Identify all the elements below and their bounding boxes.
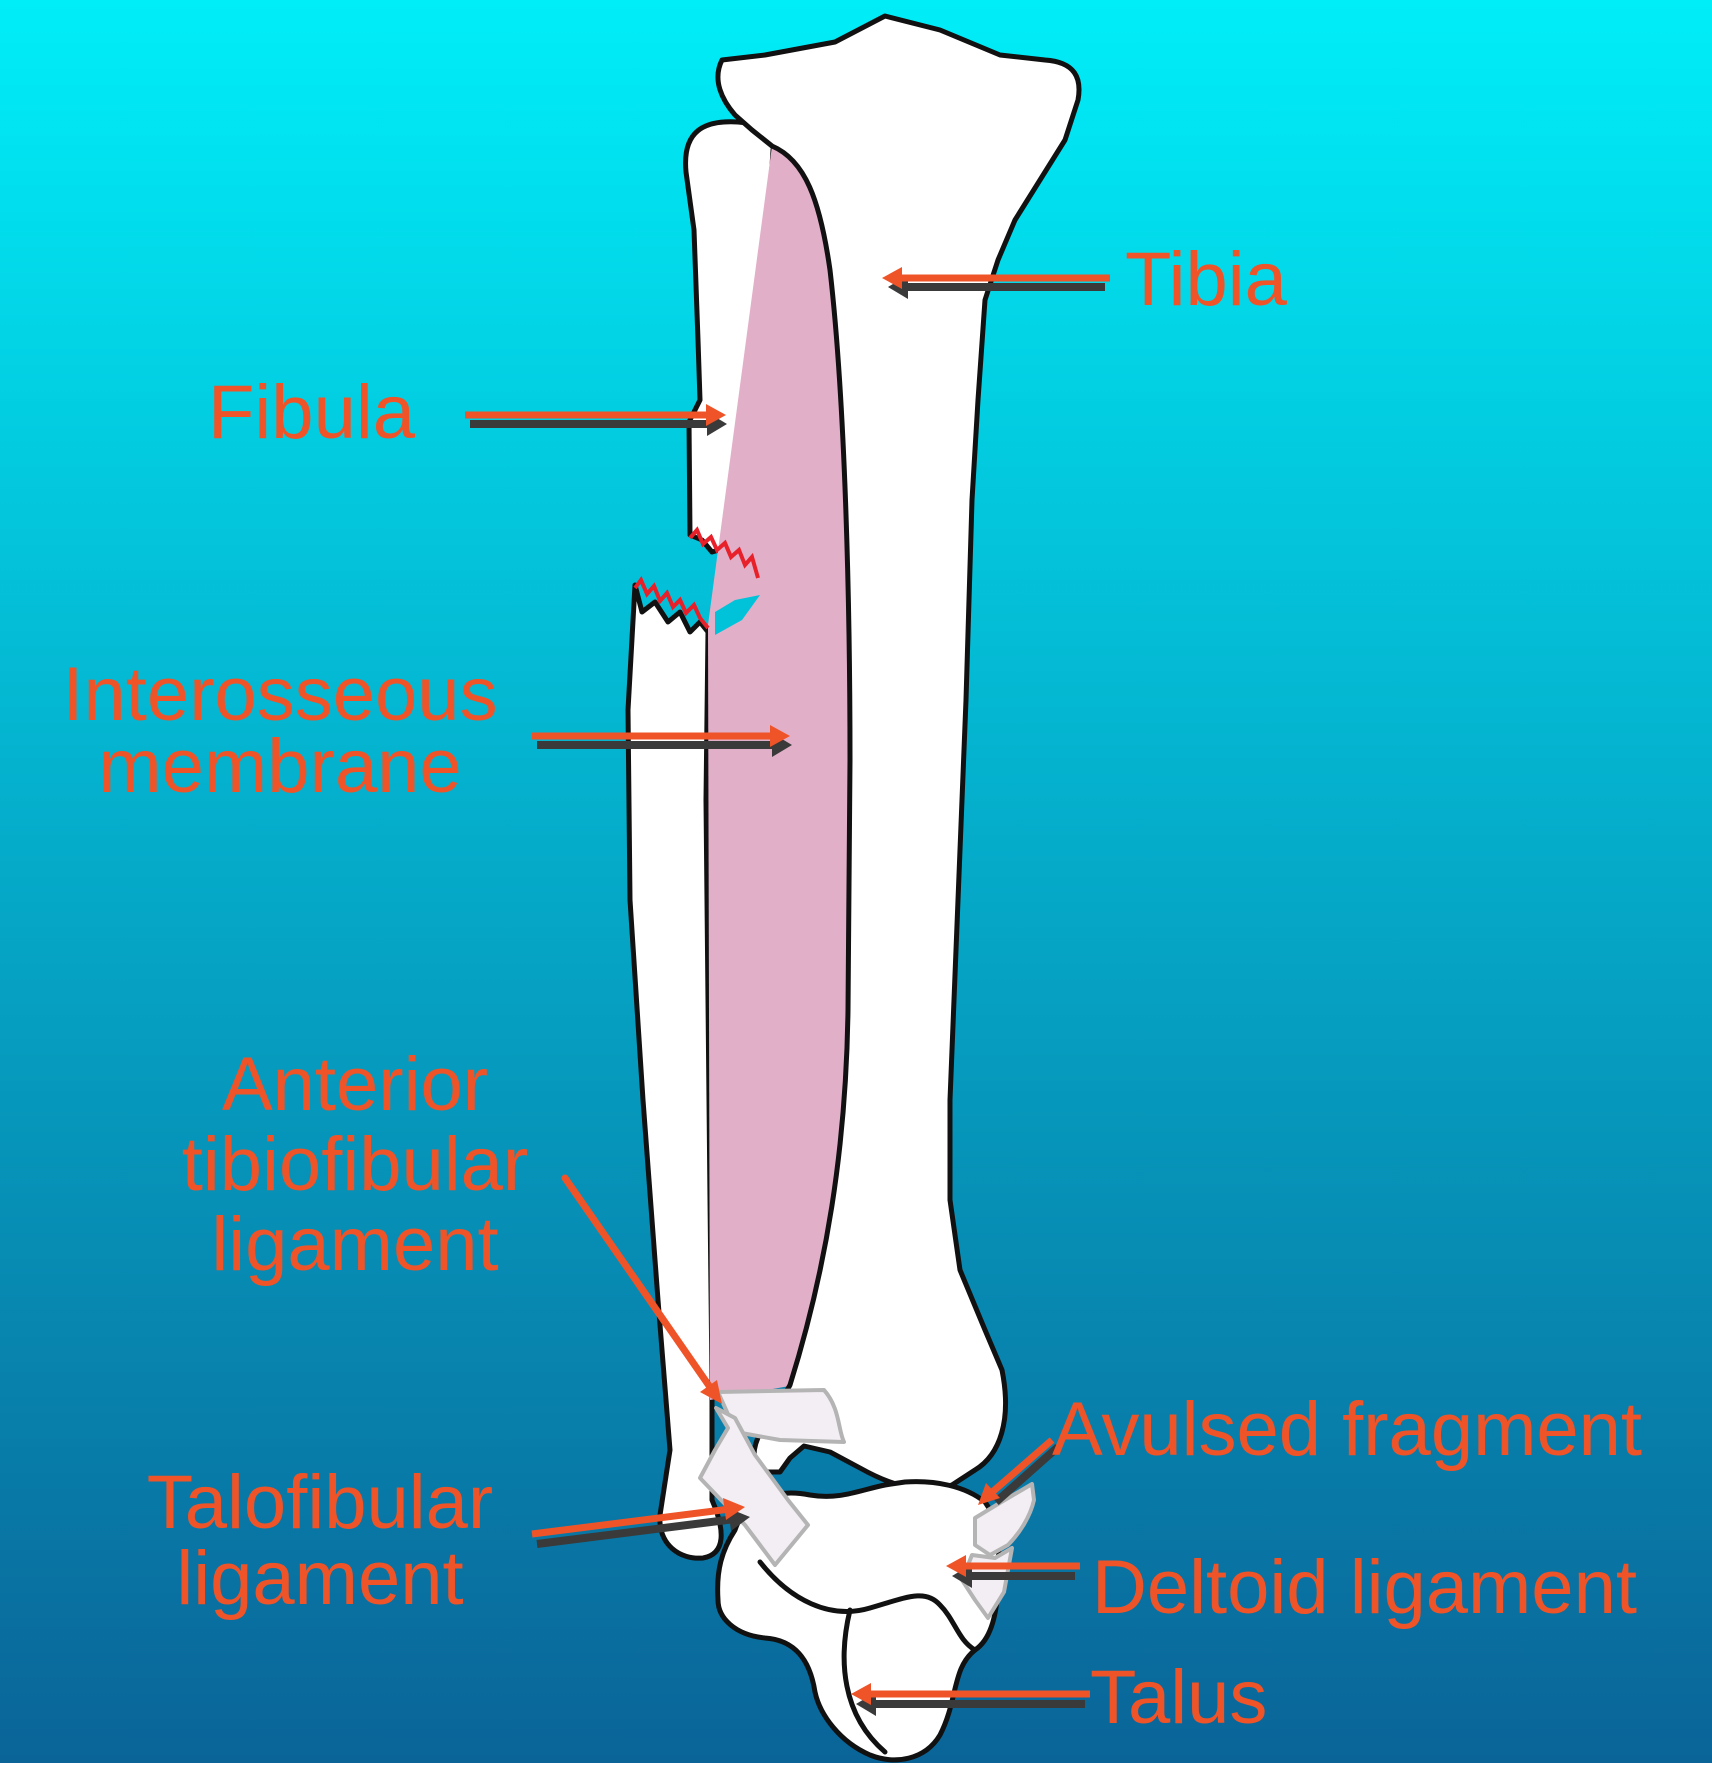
anterior-label-line-2: tibiofibular: [150, 1125, 560, 1205]
talus-label: Talus: [1090, 1658, 1267, 1738]
anterior-label-line-1: Anterior: [150, 1045, 560, 1125]
deltoid-label-text: Deltoid ligament: [1092, 1548, 1637, 1628]
interosseous-label-line-1: Interosseous: [40, 655, 520, 735]
avulsed-fragment-label: Avulsed fragment: [1052, 1390, 1642, 1470]
talus-label-text: Talus: [1090, 1658, 1267, 1738]
fibula-label-text: Fibula: [208, 373, 415, 453]
tibia-label-text: Tibia: [1125, 240, 1287, 320]
talofibular-label-line-1: Talofibular: [120, 1463, 520, 1543]
avulsed-label-text: Avulsed fragment: [1052, 1390, 1642, 1470]
anterior-tibiofibular-label: Anterior tibiofibular ligament: [150, 1045, 560, 1285]
talofibular-label: Talofibular ligament: [120, 1463, 520, 1619]
talofibular-label-line-2: ligament: [120, 1539, 520, 1619]
tibia-label: Tibia: [1125, 240, 1287, 320]
deltoid-ligament-label: Deltoid ligament: [1092, 1548, 1637, 1628]
fibula-label: Fibula: [208, 373, 415, 453]
interosseous-membrane-label: Interosseous membrane: [40, 655, 520, 807]
interosseous-label-line-2: membrane: [40, 727, 520, 807]
anterior-label-line-3: ligament: [150, 1205, 560, 1285]
